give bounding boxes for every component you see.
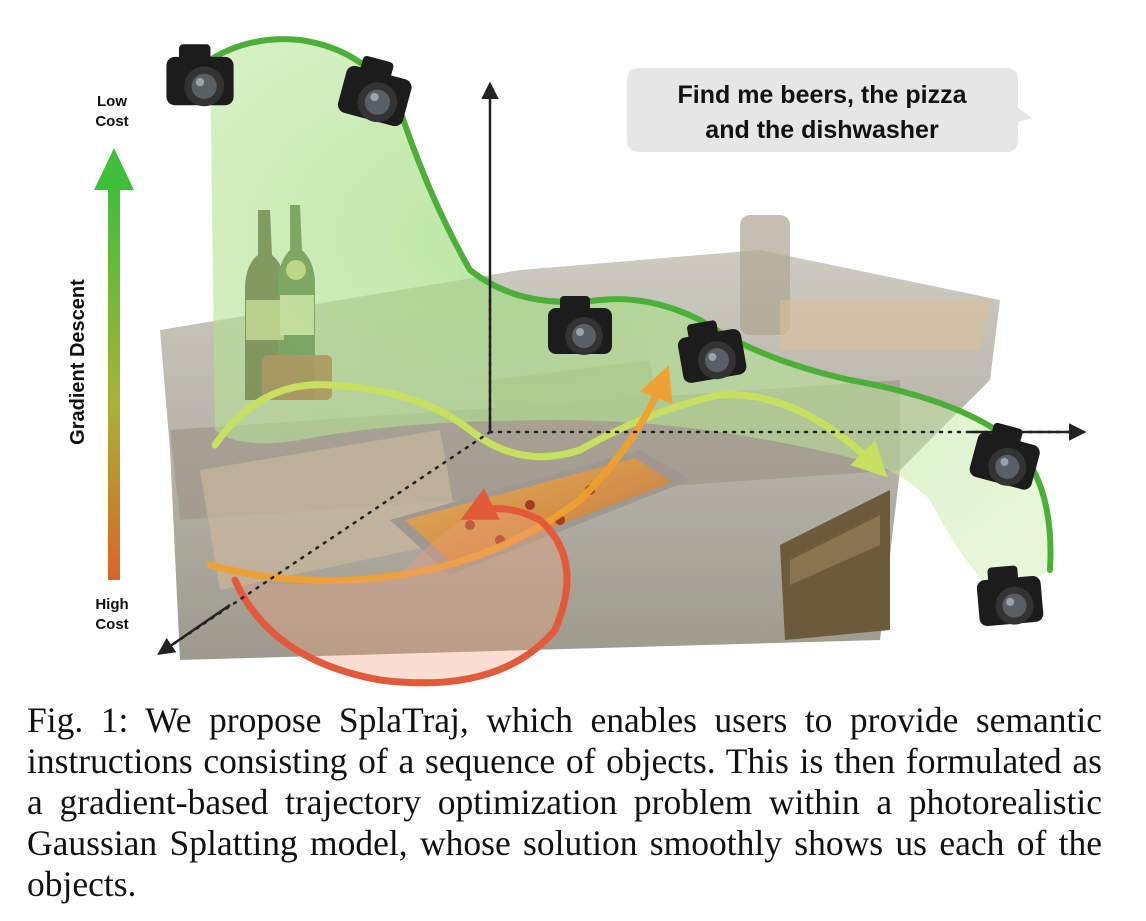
red-trajectory-region (235, 508, 567, 683)
low-cost-region (210, 39, 1051, 600)
low-cost-label-1: Low (97, 93, 127, 110)
high-cost-label-1: High (95, 596, 128, 613)
pizza (200, 430, 690, 590)
low-cost-label-2: Cost (95, 113, 128, 130)
orange-trajectory (206, 365, 673, 585)
cost-gradient-axis: Low Cost High Cost Gradient Descent (67, 93, 134, 633)
red-trajectory (231, 488, 571, 687)
dishwasher (780, 490, 890, 640)
figure-caption-text: Fig. 1: We propose SplaTraj, which enabl… (27, 700, 1102, 904)
yellow-trajectory (211, 381, 888, 478)
green-trajectory (207, 36, 1054, 573)
speech-line-2: and the dishwasher (705, 116, 939, 144)
figure-caption: Fig. 1: We propose SplaTraj, which enabl… (27, 700, 1102, 905)
coordinate-axes (157, 81, 1087, 655)
speech-line-1: Find me beers, the pizza (678, 81, 968, 109)
high-cost-label-2: Cost (95, 616, 128, 633)
gradient-descent-title: Gradient Descent (67, 279, 89, 445)
teaser-figure: Find me beers, the pizza and the dishwas… (67, 36, 1087, 687)
speech-bubble: Find me beers, the pizza and the dishwas… (627, 68, 1032, 152)
